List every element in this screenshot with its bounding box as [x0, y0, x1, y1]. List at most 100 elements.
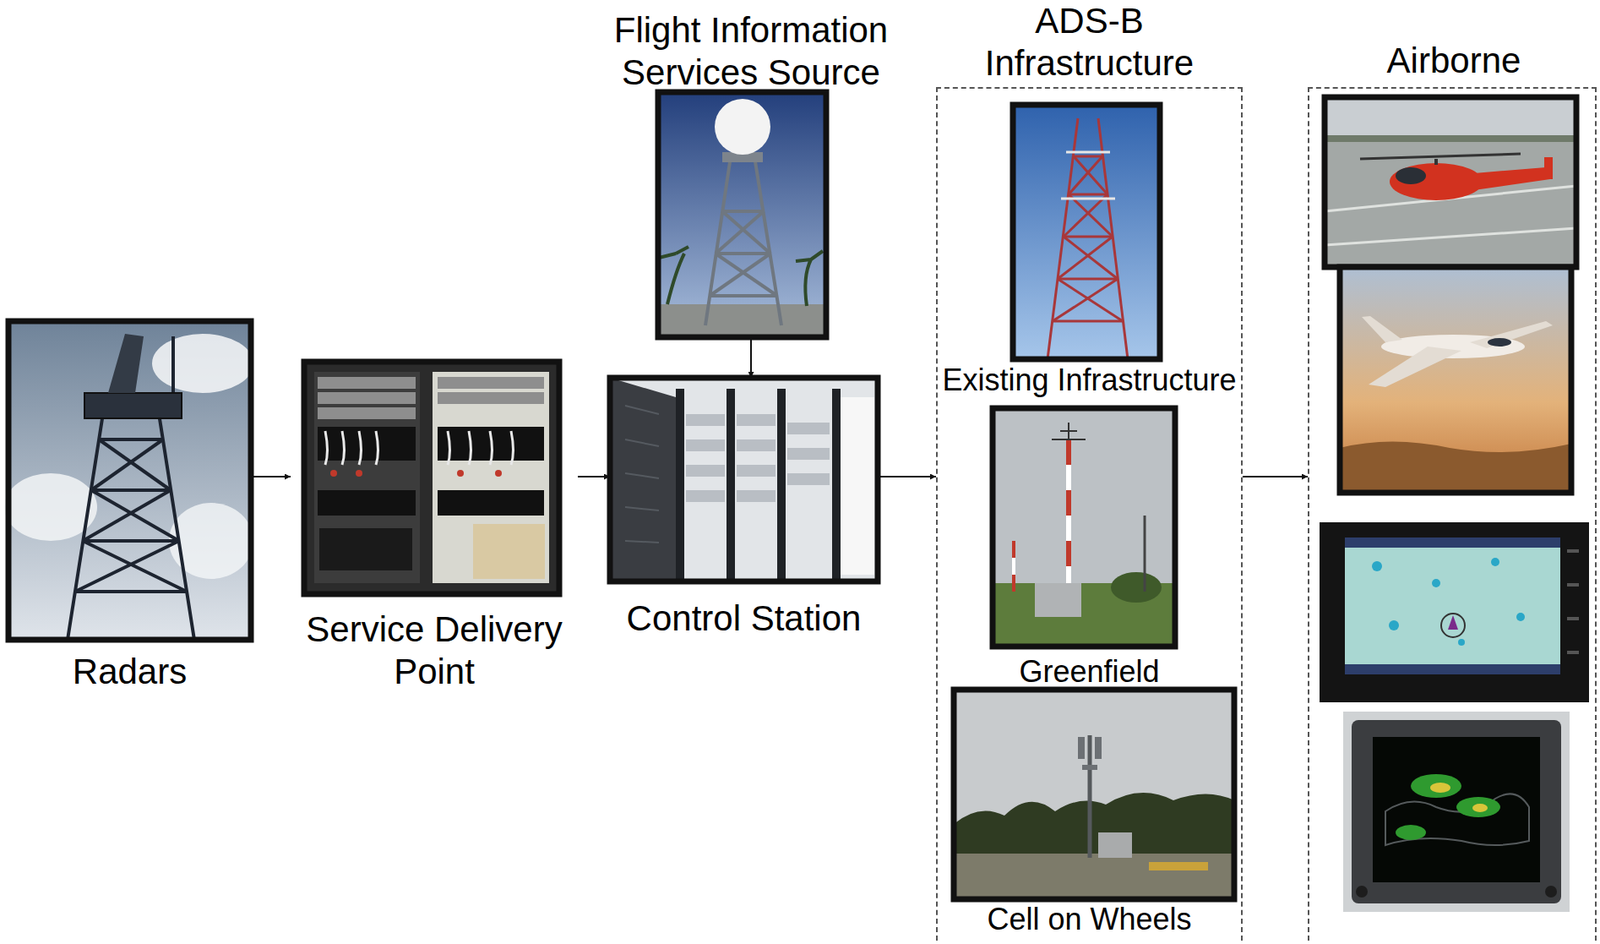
flow-arrow — [750, 337, 752, 378]
group-box: ADS-B InfrastructureExisting Infrastruct… — [936, 0, 1243, 944]
cell-on-wheels-photo-part — [1098, 832, 1132, 858]
server-rack-photo-part-part — [685, 464, 725, 477]
weather-display-part — [1545, 885, 1557, 898]
rack-photo-part-part — [317, 391, 416, 404]
radar-photo-part-part — [171, 336, 175, 393]
radome-tower-photo — [658, 92, 827, 338]
node-caption: Airborne — [1310, 39, 1598, 82]
greenfield-site-photo-part-part — [1066, 464, 1072, 490]
rack-photo-part-part — [342, 430, 345, 465]
radome-tower-photo-part-part — [715, 251, 771, 256]
helicopter-photo-part — [1324, 97, 1577, 267]
cell-on-wheels-photo-part-part — [1077, 736, 1085, 759]
radome-tower-photo-part-part — [715, 211, 764, 254]
helicopter-photo-part — [1360, 153, 1521, 159]
greenfield-site-photo-part-part — [1012, 557, 1016, 575]
lattice-tower-photo-part — [1061, 152, 1116, 199]
lattice-tower-photo-part-part — [1063, 236, 1118, 279]
lattice-tower-photo-part — [1047, 118, 1128, 360]
jet-photo-part — [1368, 346, 1462, 387]
rack-photo — [304, 361, 560, 594]
helicopter-photo-part — [1324, 97, 1577, 267]
server-rack-photo-part-part — [787, 473, 830, 485]
helicopter-photo — [1324, 97, 1577, 267]
jet-photo-part — [1469, 321, 1553, 349]
radar-photo — [4, 321, 254, 640]
lattice-tower-photo-part-part — [1066, 151, 1111, 154]
server-rack-photo — [609, 377, 878, 582]
rack-photo-part — [319, 527, 413, 571]
helicopter-photo-part — [1544, 157, 1553, 180]
greenfield-site-photo-part-part — [1066, 439, 1072, 465]
greenfield-site-photo-part-part — [1012, 540, 1016, 558]
rack-photo-part-part — [437, 391, 545, 404]
radar-photo-part-part — [82, 538, 180, 543]
lattice-tower-photo-part-part — [1073, 155, 1103, 158]
rack-photo-part — [330, 469, 502, 477]
greenfield-site-photo — [992, 408, 1176, 647]
node-caption: ADS-B Infrastructure — [963, 0, 1217, 85]
jet-photo — [1339, 266, 1572, 493]
radome-tower-photo-part — [795, 250, 823, 306]
radome-tower-photo-part — [658, 92, 827, 338]
server-rack-photo-part-part — [736, 439, 776, 452]
rack-photo-part-part — [437, 489, 545, 516]
moving-map-display-part-part — [1567, 650, 1579, 654]
cell-on-wheels-photo-part — [953, 853, 1235, 899]
photo-node: Radars — [8, 321, 251, 693]
moving-map-display-part — [1371, 557, 1525, 646]
moving-map-display-part — [1344, 537, 1561, 548]
rack-photo-part-part — [325, 430, 328, 465]
helicopter-photo-part — [1395, 167, 1426, 185]
moving-map-display-part-part — [1431, 578, 1441, 588]
moving-map-display-part — [1319, 522, 1590, 703]
moving-map-display-part-part — [1567, 582, 1579, 587]
radome-tower-photo-part-part — [709, 253, 771, 296]
node-caption: Greenfield — [937, 653, 1242, 691]
weather-display — [1343, 711, 1570, 912]
radar-photo-part — [84, 392, 182, 419]
jet-photo-part — [1339, 266, 1572, 493]
photo-node: Control Station — [609, 377, 878, 640]
greenfield-site-photo-part — [1143, 515, 1147, 592]
radar-photo-part-part — [98, 439, 171, 490]
group-box: Airborne — [1307, 0, 1600, 944]
radar-photo-part-part — [75, 589, 187, 594]
server-rack-photo-part — [609, 377, 878, 582]
server-rack-photo-part-part — [787, 422, 830, 435]
lattice-tower-photo-part-part — [1068, 193, 1108, 196]
greenfield-site-photo-part-part — [1066, 515, 1072, 541]
radome-tower-photo-part-part — [715, 253, 778, 296]
rack-photo-part-part — [359, 430, 362, 465]
weather-display-part-part — [1410, 773, 1462, 798]
rack-photo-part — [304, 361, 560, 594]
lattice-tower-photo-part-part — [1047, 118, 1078, 360]
jet-photo-part — [1487, 337, 1512, 347]
radome-tower-photo-part-part — [705, 156, 731, 326]
helicopter-photo-part — [1474, 167, 1551, 191]
moving-map-display-part-part — [1388, 620, 1399, 631]
weather-display-part-part — [1472, 803, 1488, 812]
greenfield-site-photo-part — [1012, 540, 1016, 592]
node-caption: Control Station — [609, 599, 878, 637]
photo-node: Greenfield — [936, 408, 1243, 692]
photo-node: Cell on Wheels — [936, 689, 1243, 940]
moving-map-display-part-part — [1371, 560, 1383, 572]
jet-photo-part — [1339, 441, 1572, 494]
rack-photo-part-part — [511, 430, 514, 465]
server-rack-photo-part-part — [736, 413, 776, 426]
weather-display-part — [1395, 773, 1501, 840]
greenfield-site-photo-part-part — [1012, 574, 1016, 592]
flow-arrow — [250, 475, 291, 478]
node-caption: Flight Information Services Source — [607, 9, 895, 94]
radome-tower-photo-part — [658, 304, 827, 338]
lattice-tower-photo-part — [1012, 104, 1160, 360]
cell-on-wheels-photo-part-part — [1082, 764, 1098, 770]
lattice-tower-photo-part — [1012, 104, 1160, 360]
radome-tower-photo-part — [658, 246, 689, 305]
radar-photo-part — [152, 333, 254, 393]
lattice-tower-photo-part-part — [1073, 156, 1108, 195]
radar-photo-part-part — [91, 439, 164, 490]
cell-on-wheels-photo-part — [953, 792, 1235, 854]
weather-display-part-part — [1456, 796, 1501, 817]
